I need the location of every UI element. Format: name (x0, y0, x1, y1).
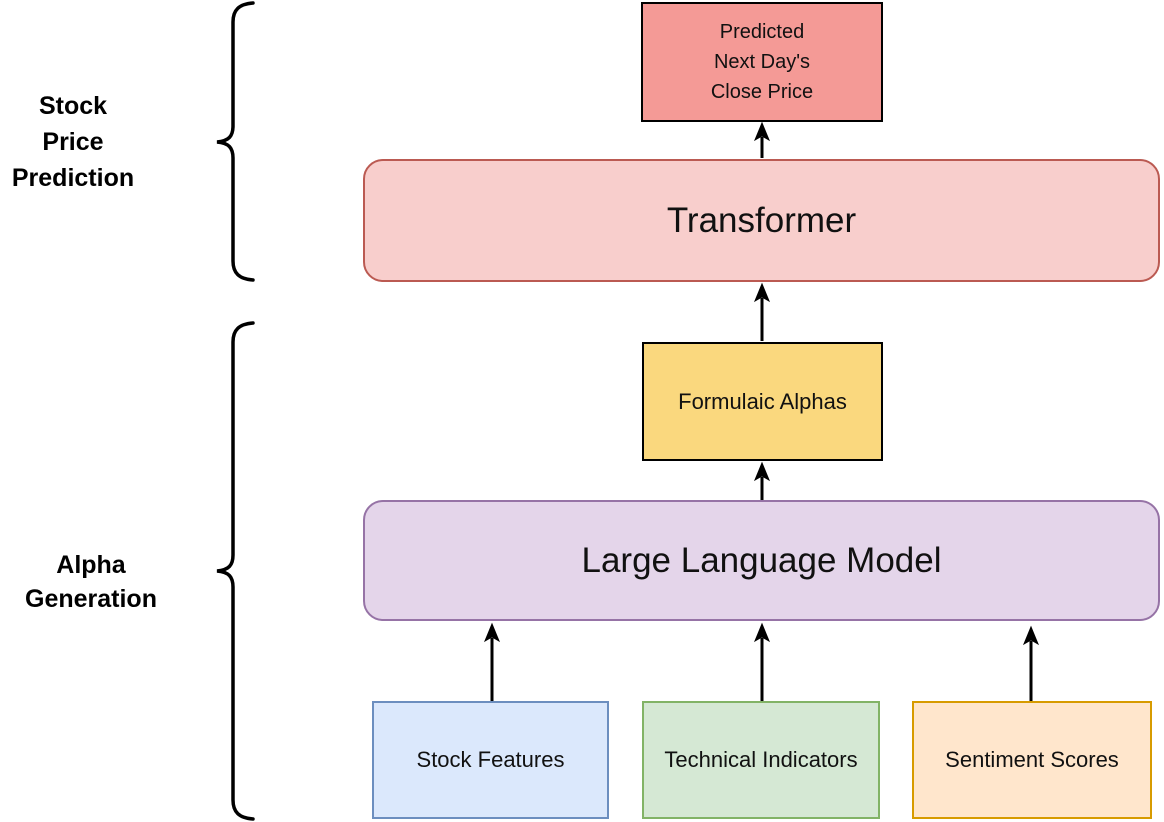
node-formulaic-alphas: Formulaic Alphas (642, 342, 883, 461)
node-label: Stock Features (416, 747, 565, 772)
node-stock-features: Stock Features (372, 701, 609, 819)
node-transformer: Transformer (363, 159, 1160, 282)
section-label-stock-price-prediction: Stock Price Prediction (0, 88, 146, 196)
arrow-sentiment-scores-to-llm (1022, 625, 1040, 701)
section-label-line: Generation (25, 585, 157, 613)
section-label-line: Price (42, 128, 104, 156)
section-label-line: Stock (38, 92, 108, 120)
arrow-transformer-to-predicted (753, 121, 771, 158)
node-label: Technical Indicators (664, 747, 858, 772)
arrow-stock-features-to-llm (483, 622, 501, 701)
section-label-alpha-generation: Alpha Generation (9, 548, 173, 616)
arrow-formulaic-to-transformer (753, 282, 771, 341)
section-label-line: Alpha (56, 551, 126, 579)
arrow-technical-indicators-to-llm (753, 622, 771, 701)
node-label: Transformer (666, 200, 857, 240)
node-label: Formulaic Alphas (678, 388, 847, 414)
brace-alpha-generation (216, 321, 255, 821)
node-predicted-next-day-close-price: Predicted Next Day's Close Price (641, 2, 883, 122)
node-label: Sentiment Scores (945, 747, 1119, 772)
node-label: Predicted Next Day's Close Price (710, 21, 814, 103)
node-large-language-model: Large Language Model (363, 500, 1160, 621)
node-sentiment-scores: Sentiment Scores (912, 701, 1152, 819)
arrow-llm-to-formulaic (753, 461, 771, 500)
brace-stock-price-prediction (216, 1, 255, 282)
section-label-line: Prediction (11, 164, 135, 192)
node-label: Large Language Model (581, 540, 942, 580)
node-technical-indicators: Technical Indicators (642, 701, 880, 819)
